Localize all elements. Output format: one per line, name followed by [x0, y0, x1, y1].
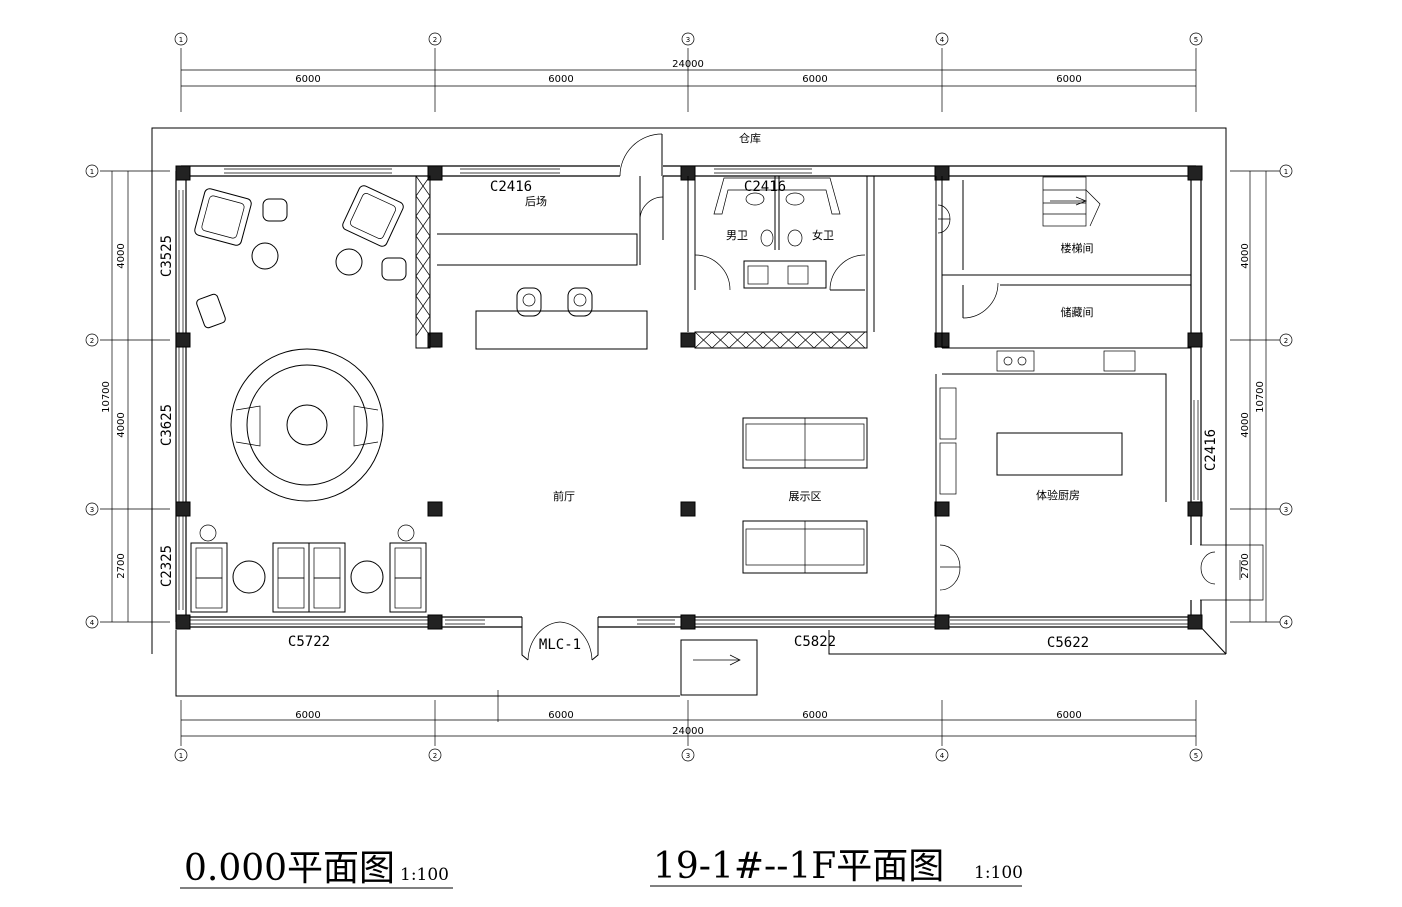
room-label-backstage: 后场	[525, 194, 547, 208]
axis-label: 3	[90, 506, 94, 514]
right-span-dim: 4000	[1240, 243, 1251, 268]
right-drawing-scale: 1:100	[974, 863, 1023, 883]
exterior-walls	[175, 165, 1202, 628]
axis-label: 4	[90, 619, 95, 627]
window-labels: C2416 C2416 C3525 C3625 C2325 C2416 C572…	[159, 179, 1219, 653]
axis-label: 1	[179, 752, 183, 760]
axis-label: 4	[940, 752, 945, 760]
bottom-span-dim: 6000	[1056, 710, 1081, 721]
axis-label: 1	[1284, 168, 1288, 176]
axis-label: 4	[940, 36, 945, 44]
axis-label: 4	[1284, 619, 1289, 627]
left-span-dim: 2700	[116, 553, 127, 578]
room-label-womens-wc: 女卫	[812, 228, 834, 242]
right-span-dim: 4000	[1240, 412, 1251, 437]
left-span-dim: 4000	[116, 243, 127, 268]
window-label-c2416-right: C2416	[1203, 429, 1219, 471]
window-label-c5622: C5622	[1047, 635, 1089, 651]
bottom-total-dim: 24000	[672, 726, 704, 737]
axis-label: 3	[1284, 506, 1288, 514]
right-drawing-title: 19-1#--1F平面图	[653, 846, 944, 887]
axis-label: 2	[433, 752, 437, 760]
window-label-c3525: C3525	[159, 235, 175, 277]
room-label-lobby: 前厅	[553, 489, 575, 503]
left-total-dim: 10700	[101, 381, 112, 413]
lobby-furniture	[190, 185, 427, 613]
axis-label: 1	[90, 168, 94, 176]
window-label-c3625: C3625	[159, 404, 175, 446]
window-label-c2325: C2325	[159, 545, 175, 587]
main-entrance	[521, 617, 758, 696]
left-drawing-scale: 1:100	[400, 865, 449, 885]
left-drawing-title: 0.000平面图	[184, 848, 395, 889]
drawing-titles: 0.000平面图 1:100 19-1#--1F平面图 1:100	[180, 846, 1023, 889]
interior-partitions	[415, 133, 1264, 617]
room-label-showroom: 展示区	[789, 490, 822, 503]
axis-label: 1	[179, 36, 183, 44]
top-span-dim: 6000	[295, 74, 320, 85]
top-span-dim: 6000	[548, 74, 573, 85]
display-sofas	[742, 417, 868, 574]
right-total-dim: 10700	[1255, 381, 1266, 413]
axis-label: 3	[686, 752, 690, 760]
axis-label: 5	[1194, 36, 1198, 44]
top-span-dim: 6000	[802, 74, 827, 85]
room-labels: 仓库 后场 男卫 女卫 楼梯间 储藏间 前厅 展示区 体验厨房	[525, 131, 1094, 503]
bottom-span-dim: 6000	[802, 710, 827, 721]
window-label-c2416: C2416	[490, 179, 532, 195]
reception-chairs	[516, 287, 593, 317]
room-label-kitchen: 体验厨房	[1036, 488, 1080, 502]
axis-label: 3	[686, 36, 690, 44]
left-span-dim: 4000	[116, 412, 127, 437]
room-label-storage: 储藏间	[1061, 305, 1094, 319]
bottom-axis-bubbles: 1 2 3 4 5	[174, 748, 1203, 762]
top-total-dim: 24000	[672, 59, 704, 70]
structural-columns	[175, 165, 1203, 630]
room-label-stairwell: 楼梯间	[1061, 241, 1094, 255]
window-label-c5822: C5822	[794, 634, 836, 650]
left-dimension-chain: 4000 4000 2700 10700 1 2 3 4	[85, 164, 170, 629]
axis-label: 2	[1284, 337, 1288, 345]
bottom-dimension-chain: 6000 6000 6000 6000 24000	[180, 690, 1197, 746]
right-span-dim: 2700	[1240, 553, 1251, 578]
axis-label: 2	[90, 337, 94, 345]
window-label-c5722: C5722	[288, 634, 330, 650]
door-label-mlc1: MLC-1	[539, 637, 581, 653]
room-label-warehouse: 仓库	[739, 131, 761, 145]
window-label-c2416: C2416	[744, 179, 786, 195]
axis-label: 2	[433, 36, 437, 44]
top-axis-bubbles: 1 2 3 4 5	[174, 32, 1203, 46]
bottom-span-dim: 6000	[295, 710, 320, 721]
bottom-span-dim: 6000	[548, 710, 573, 721]
right-dimension-chain: 4000 4000 2700 10700 1 2 3 4	[1230, 164, 1293, 629]
top-span-dim: 6000	[1056, 74, 1081, 85]
outer-boundary	[151, 127, 1227, 697]
top-dimension-chain: 24000 6000 6000 6000 6000	[180, 48, 1197, 112]
axis-label: 5	[1194, 752, 1198, 760]
room-label-mens-wc: 男卫	[726, 229, 748, 242]
